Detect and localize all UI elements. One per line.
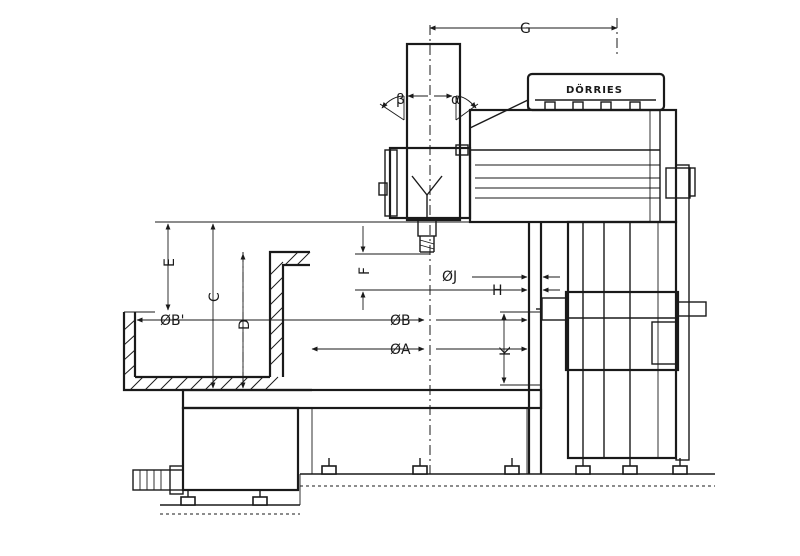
support-post xyxy=(527,222,543,474)
drive-motor xyxy=(132,465,184,495)
dimension-text: G β α E C D ØB' F ØJ H ØB ØA K xyxy=(160,21,531,358)
label-C: C xyxy=(207,292,223,302)
brand-label: DÖRRIES xyxy=(566,82,623,96)
pad xyxy=(180,490,196,506)
pad xyxy=(575,458,591,475)
floor xyxy=(160,473,715,515)
tool-bit xyxy=(419,236,435,253)
label-alpha: α xyxy=(451,92,460,108)
label-A: ØA xyxy=(390,342,411,358)
mounting-pads xyxy=(180,458,688,506)
side-head xyxy=(536,290,707,372)
label-G: G xyxy=(520,21,531,37)
crossrail xyxy=(468,72,691,224)
label-J: ØJ xyxy=(442,269,457,285)
machine-bed xyxy=(181,388,543,492)
pad xyxy=(622,458,638,475)
work-table xyxy=(122,250,312,392)
pad xyxy=(412,458,428,475)
pad xyxy=(252,490,268,506)
label-K: K xyxy=(498,346,514,356)
label-H: H xyxy=(492,283,503,299)
label-B-prime: ØB' xyxy=(160,313,184,329)
label-B: ØB xyxy=(390,313,411,329)
label-E: E xyxy=(162,258,178,267)
label-D: D xyxy=(237,319,253,330)
table-hatching xyxy=(123,251,311,391)
label-beta: β xyxy=(396,92,405,108)
label-F: F xyxy=(357,267,373,275)
pad xyxy=(321,458,337,475)
column xyxy=(566,164,696,461)
vertical-ram xyxy=(378,42,472,253)
dimension-lines xyxy=(124,25,618,389)
pad xyxy=(504,458,520,475)
